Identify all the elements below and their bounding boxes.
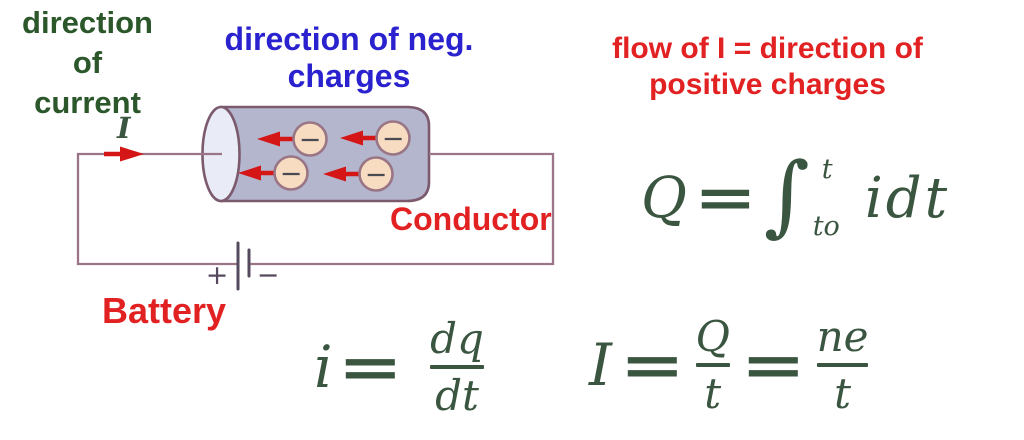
direction-of-current-label: direction of current	[0, 3, 175, 123]
integrand: idt	[864, 165, 951, 231]
denominator: t	[834, 369, 851, 418]
lower-limit: to	[812, 211, 840, 242]
integral-sign: ∫	[763, 142, 810, 246]
label-line: current	[34, 85, 141, 120]
numerator: dq	[430, 313, 484, 363]
flow-of-current-label: flow of I = direction of positive charge…	[530, 31, 1005, 103]
minus-sign: −	[382, 123, 405, 154]
formula-lhs: Q	[641, 165, 687, 231]
denominator: t	[704, 369, 722, 418]
equals-sign: =	[337, 333, 403, 401]
battery-plus-sign: +	[206, 260, 229, 291]
minus-sign: −	[299, 124, 322, 155]
direction-of-neg-charges-label: direction of neg. charges	[190, 21, 508, 95]
numerator: ne	[816, 311, 869, 361]
fraction-bar	[430, 365, 484, 369]
equals-sign: =	[740, 331, 807, 399]
label-line: direction	[22, 5, 153, 40]
negative-charge-1: −	[257, 121, 328, 157]
fraction-bar	[816, 363, 869, 367]
formula-lhs: I	[589, 331, 612, 399]
label-line: flow of I = direction of	[612, 32, 923, 65]
battery-minus-sign: −	[257, 260, 280, 291]
upper-limit: t	[821, 154, 833, 185]
charge-integral-formula: Q = ∫ t to idt	[641, 145, 950, 251]
conductor-label: Conductor	[390, 201, 552, 237]
equals-sign: =	[693, 165, 758, 231]
equals-sign: =	[619, 331, 686, 399]
label-line: of	[72, 45, 103, 80]
fraction: ne t	[814, 313, 872, 417]
fraction-bar	[695, 363, 730, 367]
minus-sign: −	[280, 158, 303, 189]
fraction: dq dt	[427, 315, 487, 419]
negative-charge-2: −	[340, 120, 411, 156]
denominator: dt	[435, 371, 479, 420]
wire-right-segment	[249, 152, 555, 266]
instantaneous-current-formula: i = dq dt	[314, 306, 487, 428]
minus-sign: −	[365, 159, 388, 190]
label-line: charges	[287, 58, 411, 94]
battery-label: Battery	[102, 290, 227, 331]
formula-lhs: i	[314, 333, 333, 401]
current-symbol: I	[117, 111, 131, 145]
current-direction-arrow	[104, 146, 144, 162]
negative-charge-4: −	[323, 156, 394, 192]
wire-left-segment	[76, 152, 237, 266]
integral-limits: t to	[810, 156, 840, 240]
label-line: positive charges	[649, 68, 886, 101]
integral-expression: ∫ t to	[763, 142, 840, 246]
fraction: Q t	[693, 313, 733, 417]
numerator: Q	[695, 311, 730, 361]
average-current-formula: I = Q t = ne t	[589, 304, 871, 426]
negative-charge-3: −	[238, 155, 309, 191]
label-line: direction of neg.	[224, 21, 474, 57]
